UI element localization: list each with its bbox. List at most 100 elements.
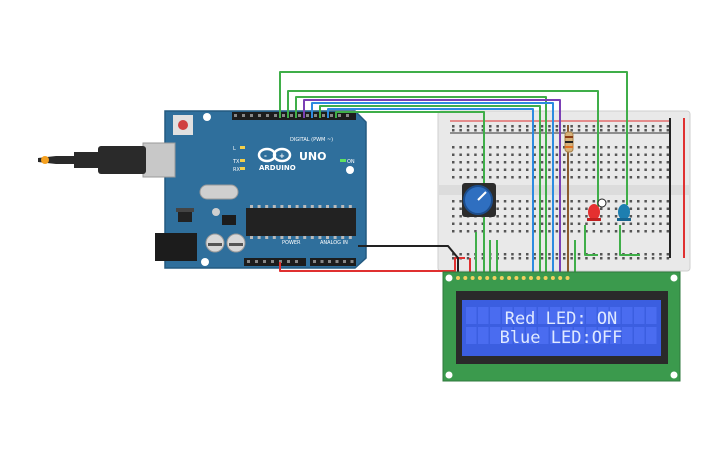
- breadboard-hole: [644, 161, 647, 164]
- chip-pin: [288, 236, 291, 239]
- rail-hole: [607, 257, 610, 260]
- analog-header-label: ANALOG IN: [320, 240, 348, 246]
- breadboard-hole: [637, 215, 640, 218]
- breadboard-hole: [637, 146, 640, 149]
- breadboard-hole: [607, 153, 610, 156]
- breadboard-hole: [607, 215, 610, 218]
- lcd-pin: [470, 276, 475, 280]
- breadboard-hole: [526, 161, 529, 164]
- breadboard-center-channel: [438, 185, 690, 195]
- rail-hole: [533, 129, 536, 132]
- breadboard-hole: [548, 230, 551, 233]
- potentiometer[interactable]: [462, 183, 496, 217]
- rail-hole: [548, 125, 551, 128]
- reset-button-cap[interactable]: [178, 120, 188, 130]
- led-cursor-marker: [597, 198, 607, 208]
- lcd-cell: [502, 327, 513, 344]
- breadboard-hole: [503, 153, 507, 156]
- lcd-pin: [456, 276, 460, 280]
- breadboard-hole: [518, 215, 522, 218]
- breadboard-hole: [607, 200, 610, 203]
- rail-hole: [533, 253, 536, 256]
- breadboard-hole: [496, 215, 499, 218]
- chip-pin: [280, 205, 284, 208]
- rail-hole: [466, 253, 470, 256]
- breadboard-hole: [659, 207, 662, 210]
- breadboard-hole: [526, 146, 529, 149]
- breadboard-hole: [629, 230, 633, 233]
- breadboard-hole: [452, 230, 455, 233]
- lcd-pin: [507, 276, 512, 280]
- breadboard-hole: [570, 207, 573, 210]
- rail-hole: [452, 125, 455, 128]
- rail-hole: [466, 129, 470, 132]
- breadboard-hole: [459, 215, 462, 218]
- lcd-pin: [485, 276, 490, 280]
- breadboard-hole: [622, 161, 625, 164]
- rail-hole: [651, 253, 655, 256]
- breadboard-hole: [518, 168, 522, 171]
- rail-hole: [637, 129, 640, 132]
- breadboard-hole: [614, 230, 618, 233]
- breadboard-hole: [459, 146, 462, 149]
- voltage-regulator: [178, 210, 192, 222]
- breadboard-hole: [466, 230, 470, 233]
- rail-hole: [503, 129, 507, 132]
- wire-green-outer: [279, 71, 628, 205]
- breadboard-hole: [555, 230, 559, 233]
- breadboard-hole: [577, 222, 581, 225]
- breadboard-hole: [533, 146, 536, 149]
- breadboard-hole: [592, 161, 596, 164]
- breadboard-hole: [526, 207, 529, 210]
- breadboard-hole: [511, 230, 514, 233]
- header-pin: [242, 114, 245, 117]
- breadboard-hole: [481, 146, 485, 149]
- rail-hole: [585, 257, 588, 260]
- rail-hole: [563, 125, 566, 128]
- breadboard-hole: [570, 215, 573, 218]
- breadboard-hole: [577, 200, 581, 203]
- lcd-pin: [565, 276, 570, 280]
- breadboard-hole: [577, 153, 581, 156]
- breadboard-hole: [570, 230, 573, 233]
- breadboard-hole: [496, 146, 499, 149]
- breadboard-hole: [651, 168, 655, 171]
- breadboard-hole: [533, 207, 536, 210]
- rail-hole: [540, 125, 544, 128]
- rail-hole: [489, 129, 492, 132]
- header-pin: [255, 260, 258, 263]
- atmega-chip: [246, 208, 356, 236]
- tx-label: TX: [232, 159, 240, 165]
- rail-hole: [459, 129, 462, 132]
- breadboard-hole: [600, 176, 603, 179]
- breadboard-hole: [452, 215, 455, 218]
- rail-hole: [563, 129, 566, 132]
- rail-hole: [592, 257, 596, 260]
- wire-blue-d3: [311, 102, 554, 278]
- lcd-pin: [536, 276, 541, 280]
- header-pin: [298, 114, 301, 117]
- wire-green-led-b: [584, 225, 598, 256]
- breadboard-hole: [548, 168, 551, 171]
- breadboard-hole: [548, 200, 551, 203]
- breadboard-hole: [563, 168, 566, 171]
- breadboard-hole: [629, 168, 633, 171]
- breadboard-hole: [503, 161, 507, 164]
- mount-hole: [201, 258, 209, 266]
- breadboard-hole: [452, 161, 455, 164]
- breadboard-hole: [466, 161, 470, 164]
- breadboard-hole: [540, 207, 544, 210]
- rail-hole: [452, 129, 455, 132]
- arduino-logo: - +: [257, 147, 292, 163]
- breadboard-hole: [563, 176, 566, 179]
- breadboard-hole: [629, 207, 633, 210]
- chip-pin: [326, 236, 329, 239]
- breadboard-hole: [666, 200, 670, 203]
- rail-hole: [563, 257, 566, 260]
- breadboard-hole: [540, 200, 544, 203]
- breadboard-hole: [585, 153, 588, 156]
- chip-pin: [341, 205, 345, 208]
- breadboard-hole: [563, 146, 566, 149]
- chip-pin: [288, 205, 291, 208]
- rail-hole: [614, 253, 618, 256]
